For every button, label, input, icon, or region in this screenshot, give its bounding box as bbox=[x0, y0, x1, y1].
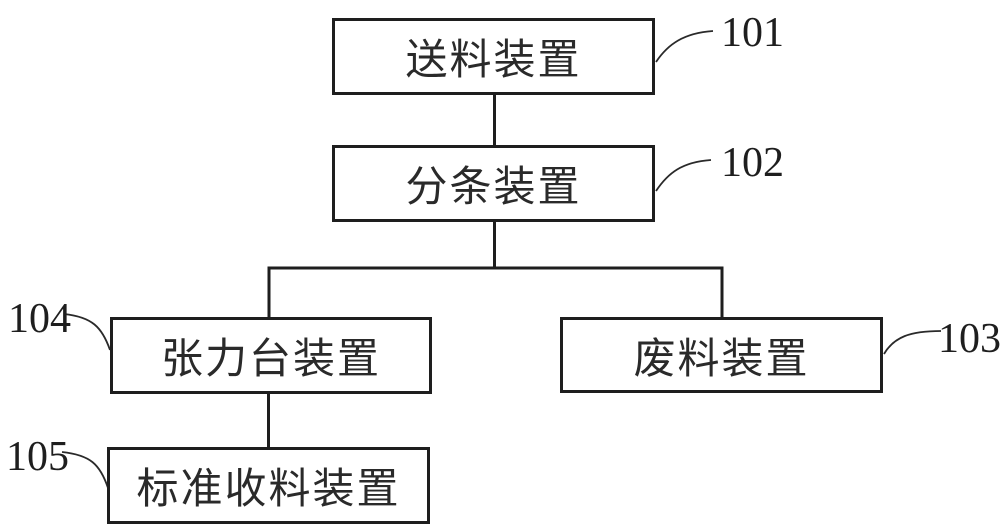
node-label-feeding-device: 送料装置 bbox=[405, 38, 582, 84]
leader-102 bbox=[655, 159, 712, 192]
leader-104 bbox=[63, 313, 111, 351]
leader-101 bbox=[655, 30, 714, 63]
ref-numeral-101: 101 bbox=[721, 10, 784, 56]
node-box-feeding-device: 送料装置 bbox=[332, 18, 655, 95]
ref-numeral-105: 105 bbox=[6, 434, 69, 480]
node-label-slitting-device: 分条装置 bbox=[405, 165, 582, 211]
ref-numeral-103: 103 bbox=[938, 316, 1000, 362]
ref-numeral-104: 104 bbox=[8, 296, 71, 342]
leader-105 bbox=[61, 451, 109, 489]
node-label-waste-device: 废料装置 bbox=[633, 336, 810, 383]
node-box-slitting-device: 分条装置 bbox=[332, 145, 655, 222]
node-box-tension-table-device: 张力台装置 bbox=[110, 317, 432, 394]
leader-103 bbox=[883, 330, 942, 355]
node-box-waste-device: 废料装置 bbox=[560, 317, 883, 393]
ref-numeral-102: 102 bbox=[721, 140, 784, 186]
node-label-standard-rewinding-device: 标准收料装置 bbox=[136, 467, 401, 513]
node-label-tension-table-device: 张力台装置 bbox=[160, 337, 381, 383]
node-box-standard-rewinding-device: 标准收料装置 bbox=[107, 447, 430, 524]
